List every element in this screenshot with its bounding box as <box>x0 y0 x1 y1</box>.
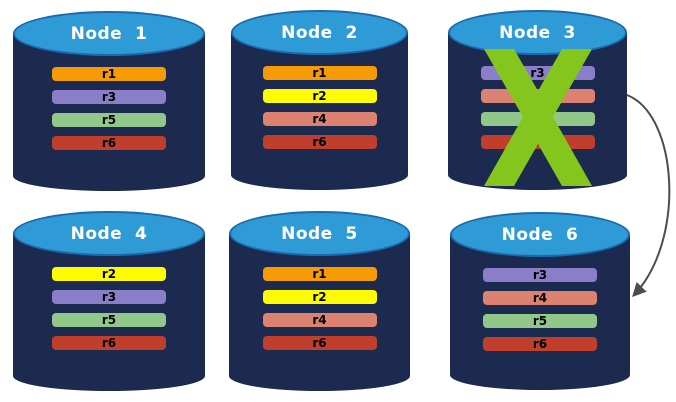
cylinder-top: Node 5 <box>229 211 410 256</box>
node-title: Node 4 <box>70 223 148 244</box>
node-title: Node 2 <box>281 22 358 43</box>
cylinder-body <box>13 33 205 191</box>
replica-rows: r1 r2 r4 r6 <box>231 66 408 149</box>
cylinder-body <box>13 233 205 391</box>
replica-rows: r3 r4 r5 r6 <box>448 66 627 149</box>
db-node-5: r1 r2 r4 r6 Node 5 <box>229 211 410 391</box>
replica-row-r3: r3 <box>52 90 166 104</box>
replica-row-r3: r3 <box>483 268 597 282</box>
replica-row-r6: r6 <box>483 337 597 351</box>
cylinder-top: Node 2 <box>231 10 408 55</box>
node-title: Node 1 <box>70 23 148 44</box>
replica-row-r6: r6 <box>480 135 595 149</box>
replica-row-r4: r4 <box>480 89 595 103</box>
replica-rows: r1 r2 r4 r6 <box>229 267 410 350</box>
replica-row-r5: r5 <box>483 314 597 328</box>
cylinder-body <box>229 233 410 391</box>
cylinder-top: Node 1 <box>13 11 205 56</box>
cylinder-top: Node 6 <box>450 212 630 257</box>
replica-row-r4: r4 <box>262 313 377 327</box>
db-node-6: r3 r4 r5 r6 Node 6 <box>450 212 630 390</box>
db-node-3-failed: r3 r4 r5 r6 Node 3 <box>448 10 627 190</box>
replica-row-r2: r2 <box>262 89 377 103</box>
replica-rows: r1 r3 r5 r6 <box>13 67 205 150</box>
replica-row-r1: r1 <box>262 267 377 281</box>
cylinder-body <box>231 32 408 190</box>
node-title: Node 5 <box>281 223 358 244</box>
replica-row-r2: r2 <box>52 267 166 281</box>
replica-row-r2: r2 <box>262 290 377 304</box>
db-node-4: r2 r3 r5 r6 Node 4 <box>13 211 205 391</box>
cylinder-top: Node 3 <box>448 10 627 55</box>
failover-arrow <box>626 94 671 298</box>
node-title: Node 6 <box>501 224 579 245</box>
replica-row-r5: r5 <box>52 313 166 327</box>
replica-row-r1: r1 <box>52 67 166 81</box>
replica-row-r6: r6 <box>52 136 166 150</box>
db-node-2: r1 r2 r4 r6 Node 2 <box>231 10 408 190</box>
replica-row-r5: r5 <box>52 113 166 127</box>
node-title: Node 3 <box>499 22 576 43</box>
replica-row-r3: r3 <box>52 290 166 304</box>
cylinder-top: Node 4 <box>13 211 205 256</box>
replica-row-r6: r6 <box>262 336 377 350</box>
db-node-1: r1 r3 r5 r6 Node 1 <box>13 11 205 191</box>
replica-row-r6: r6 <box>262 135 377 149</box>
replica-row-r4: r4 <box>483 291 597 305</box>
replica-row-r6: r6 <box>52 336 166 350</box>
replica-row-r5: r5 <box>480 112 595 126</box>
replica-row-r1: r1 <box>262 66 377 80</box>
replica-rows: r3 r4 r5 r6 <box>450 268 630 351</box>
cylinder-body <box>450 234 630 390</box>
replica-row-r4: r4 <box>262 112 377 126</box>
replica-rows: r2 r3 r5 r6 <box>13 267 205 350</box>
replica-row-r3: r3 <box>480 66 595 80</box>
